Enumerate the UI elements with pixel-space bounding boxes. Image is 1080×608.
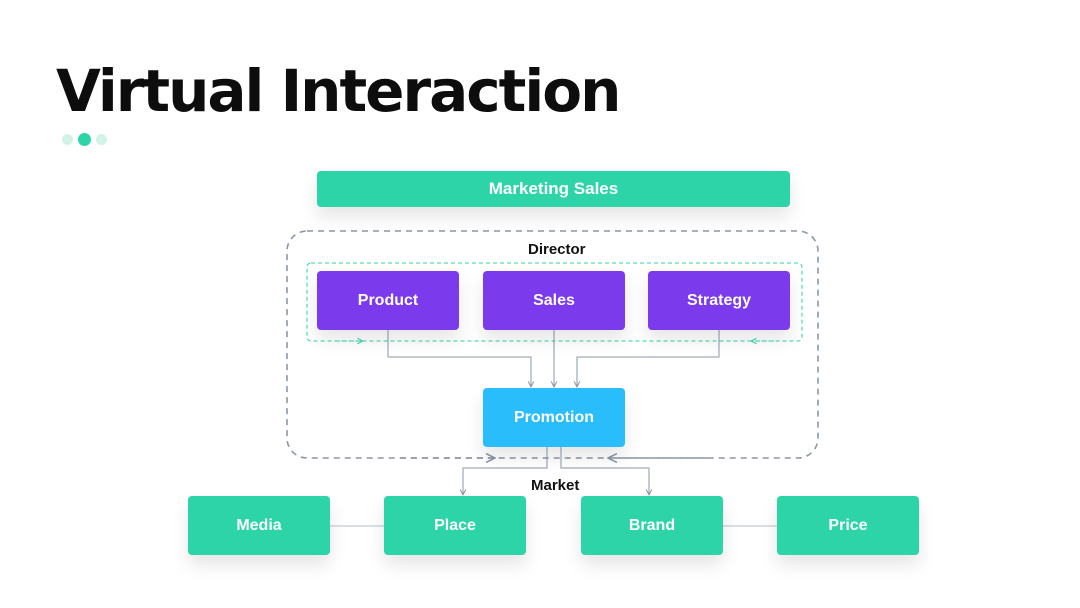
connector-product-promotion bbox=[387, 330, 531, 387]
product-node[interactable]: Product bbox=[317, 271, 459, 330]
connector-promotion-brand bbox=[560, 447, 649, 495]
pager-dot[interactable] bbox=[62, 134, 73, 145]
pager-dots bbox=[62, 133, 107, 146]
marketing-sales-header[interactable]: Marketing Sales bbox=[317, 171, 790, 207]
price-node[interactable]: Price bbox=[777, 496, 919, 555]
place-node[interactable]: Place bbox=[384, 496, 526, 555]
promotion-node[interactable]: Promotion bbox=[483, 388, 625, 447]
market-label: Market bbox=[531, 477, 580, 494]
media-node[interactable]: Media bbox=[188, 496, 330, 555]
strategy-node[interactable]: Strategy bbox=[648, 271, 790, 330]
pager-dot-active[interactable] bbox=[78, 133, 91, 146]
director-group-border bbox=[286, 230, 819, 459]
sales-node[interactable]: Sales bbox=[483, 271, 625, 330]
connector-promotion-place bbox=[463, 447, 548, 495]
brand-node[interactable]: Brand bbox=[581, 496, 723, 555]
slide-title: Virtual Interaction bbox=[56, 57, 621, 125]
pager-dot[interactable] bbox=[96, 134, 107, 145]
director-label: Director bbox=[528, 241, 586, 258]
connector-strategy-promotion bbox=[577, 330, 720, 387]
